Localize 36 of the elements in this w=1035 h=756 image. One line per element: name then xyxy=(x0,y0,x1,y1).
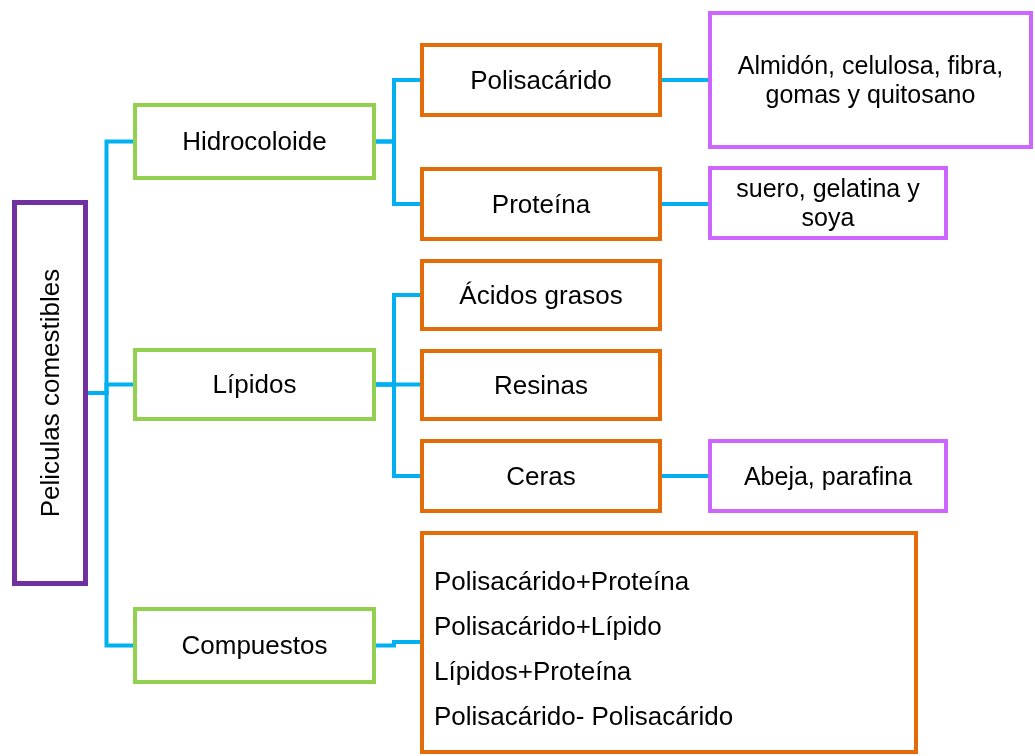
subcategory-box xyxy=(420,349,662,421)
connector-line xyxy=(376,640,420,648)
root-box xyxy=(12,200,88,586)
node-label: Ácidos grasos xyxy=(459,278,623,312)
list-box xyxy=(420,531,918,754)
connector-line xyxy=(662,202,708,206)
list-item: Polisacárido+Proteína xyxy=(434,565,690,598)
node-label: Polisacárido xyxy=(470,63,612,97)
node-label: Hidrocoloide xyxy=(182,125,327,158)
connector-line xyxy=(376,139,420,206)
list-item: Polisacárido+Lípido xyxy=(434,610,662,643)
connector-line xyxy=(88,391,133,648)
node-label: Proteína xyxy=(491,187,591,221)
example-box xyxy=(708,439,948,513)
subcategory-box xyxy=(420,167,662,241)
node-label: Peliculas comestibles xyxy=(34,268,65,518)
node-label: Almidón, celulosa, fibra, gomas y quitosano xyxy=(736,51,1005,109)
node-label: Compuestos xyxy=(181,629,328,662)
category-box xyxy=(133,103,376,180)
node-label: suero, gelatina y soya xyxy=(735,174,921,232)
node-label: Resinas xyxy=(494,368,588,402)
list-item: Polisacárido- Polisacárido xyxy=(434,700,734,733)
connector-line xyxy=(662,78,708,82)
category-box xyxy=(133,607,376,684)
node-label: Ceras xyxy=(506,459,576,493)
connector-line xyxy=(376,382,420,478)
example-box xyxy=(708,166,948,240)
subcategory-box xyxy=(420,43,662,117)
node-label: Abeja, parafina xyxy=(743,461,913,491)
subcategory-box xyxy=(420,439,662,513)
connector-line xyxy=(662,474,708,478)
category-box xyxy=(133,348,376,421)
subcategory-box xyxy=(420,259,662,331)
node-label: Lípidos xyxy=(212,368,297,401)
list-item: Lípidos+Proteína xyxy=(434,655,632,688)
example-box xyxy=(708,11,1033,149)
